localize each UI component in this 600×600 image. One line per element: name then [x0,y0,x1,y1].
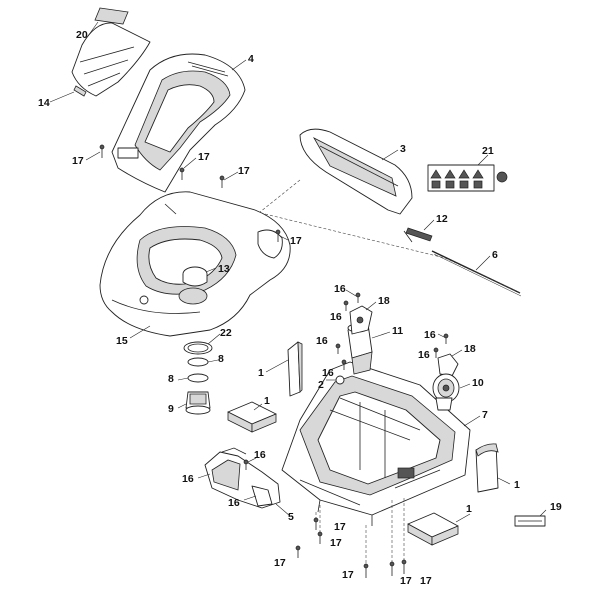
callout-7: 7 [482,409,488,421]
screw-16-a [355,292,361,303]
callout-16-right-a: 16 [424,329,436,341]
callout-1-right: 1 [514,479,520,491]
part-8-ring-b [187,373,209,383]
part-1-pad-d [407,512,459,546]
callout-18-right: 18 [464,343,476,355]
screw-17-b [179,167,185,180]
callout-16-bracket-b: 16 [254,449,266,461]
part-21-warning-label [427,164,508,192]
callout-9: 9 [168,403,174,415]
callout-6: 6 [492,249,498,261]
callout-17-base-a: 17 [334,521,346,533]
callout-17-base-f: 17 [420,575,432,587]
callout-16-bracket-a: 16 [182,473,194,485]
screw-16-e [335,343,341,354]
screw-17-a [99,144,105,158]
callout-17-housing: 17 [290,235,302,247]
part-22-ring [183,341,213,355]
callout-16-top-a: 16 [334,283,346,295]
part-1-pad-c [475,443,499,493]
screw-16-g [243,459,249,470]
callout-17-top-left: 17 [72,155,84,167]
part-2-fitting [335,375,345,385]
callout-16-right-b: 16 [418,349,430,361]
callout-17-base-d: 17 [342,569,354,581]
leader-lines [49,21,547,523]
part-18-knob-a [349,305,373,335]
callout-8-right: 8 [218,353,224,365]
part-13-fuel-cap [178,266,208,305]
callout-15: 15 [116,335,128,347]
callout-12: 12 [436,213,448,225]
screw-group [99,144,449,578]
screw-16-c [443,333,449,344]
callout-16-mid-a: 16 [316,335,328,347]
callout-11: 11 [392,325,403,337]
callout-1-bottom: 1 [466,503,472,515]
screw-17-d [275,229,281,242]
screw-17-g [295,545,301,558]
screw-16-f [341,359,347,370]
part-1-pad-b [227,401,277,433]
part-19-label [514,515,546,527]
screw-17-h [363,563,369,578]
callout-18-top: 18 [378,295,390,307]
callout-22: 22 [220,327,232,339]
part-15-main-housing [99,191,291,337]
part-9-filter [185,391,211,415]
screw-17-f [317,531,323,544]
callout-13: 13 [218,263,230,275]
callout-8-left: 8 [168,373,174,385]
screw-16-d [433,347,439,358]
callout-17-base-c: 17 [274,557,286,569]
callout-labels: 20 14 4 17 17 17 17 3 21 12 6 13 15 22 8… [38,29,562,587]
screw-16-b [343,300,349,311]
callout-3: 3 [400,143,406,155]
part-8-ring-a [187,357,209,367]
callout-10: 10 [472,377,484,389]
part-7-base-chassis [281,361,471,526]
part-20-label [94,7,129,25]
callout-5: 5 [288,511,294,523]
callout-21: 21 [482,145,494,157]
part-6-rod [431,250,522,297]
callout-14: 14 [38,97,50,109]
part-3-side-cover [299,128,413,215]
callout-16-mid-b: 16 [322,367,334,379]
part-18-knob-b [437,353,459,377]
callout-2: 2 [318,379,324,391]
callout-4: 4 [248,53,254,65]
part-12-clip [403,227,433,243]
screw-17-j [401,559,407,574]
part-14-cover-lid [71,22,151,97]
part-10-wheel [432,373,460,411]
callout-17-top-mid: 17 [198,151,210,163]
part-5-front-bracket [204,447,281,509]
callout-1-pad: 1 [264,395,270,407]
callout-17-base-e: 17 [400,575,412,587]
callout-17-top-right: 17 [238,165,250,177]
callout-20: 20 [76,29,88,41]
callout-16-top-b: 16 [330,311,342,323]
screw-17-c [219,175,225,188]
callout-17-base-b: 17 [330,537,342,549]
screw-17-i [389,561,395,576]
callout-19: 19 [550,501,562,513]
callout-16-bracket-c: 16 [228,497,240,509]
part-4-upper-housing [111,53,246,193]
part-1-pad-a [287,341,303,397]
callout-1-top: 1 [258,367,264,379]
